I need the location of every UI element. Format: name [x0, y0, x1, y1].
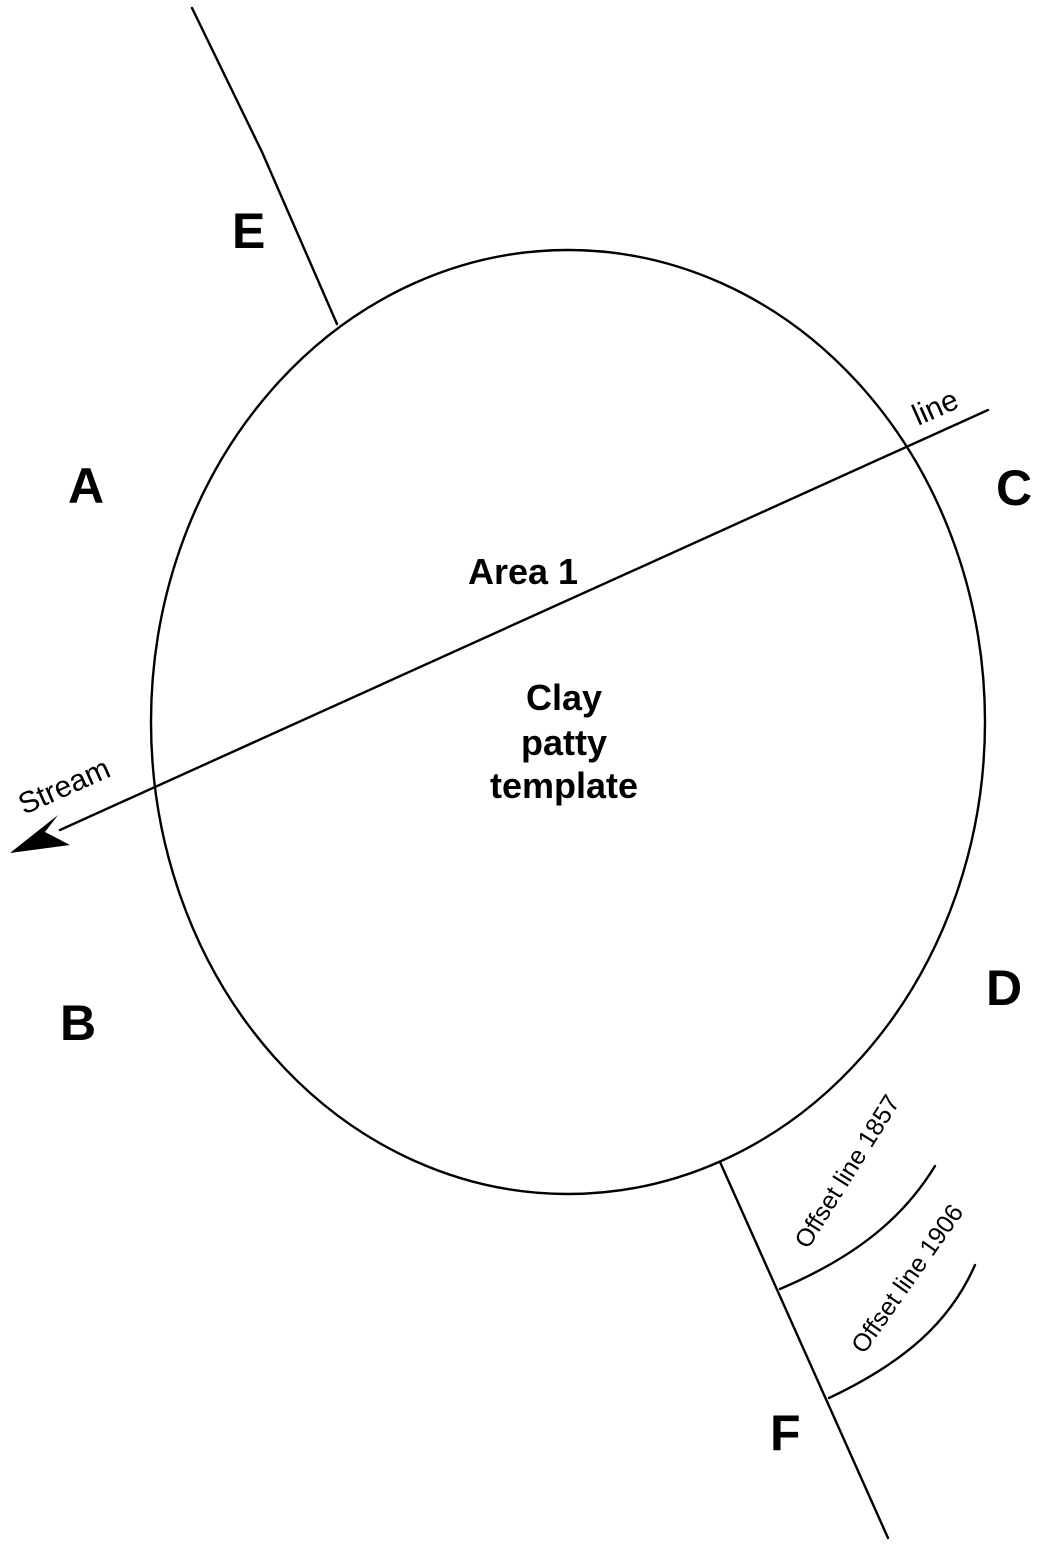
offset-line-1857 — [778, 1164, 937, 1291]
template-label-line3: template — [490, 765, 638, 806]
offset-1857-label: Offset line 1857 — [789, 1090, 905, 1253]
label-f: F — [770, 1405, 801, 1461]
fault-line-e — [190, 6, 339, 326]
label-d: D — [986, 960, 1022, 1016]
stream-line — [58, 408, 990, 832]
template-label-line1: Clay — [526, 677, 602, 718]
clay-patty-outline — [149, 248, 987, 1196]
label-e: E — [232, 203, 265, 259]
label-a: A — [68, 458, 104, 514]
template-label-line2: patty — [521, 722, 607, 763]
offset-line-1906 — [827, 1263, 977, 1400]
label-c: C — [996, 460, 1032, 516]
stream-arrowhead — [10, 815, 70, 853]
fault-line-f — [718, 1160, 890, 1540]
area-label: Area 1 — [468, 551, 578, 592]
offset-1906-label: Offset line 1906 — [846, 1199, 969, 1358]
label-b: B — [60, 995, 96, 1051]
